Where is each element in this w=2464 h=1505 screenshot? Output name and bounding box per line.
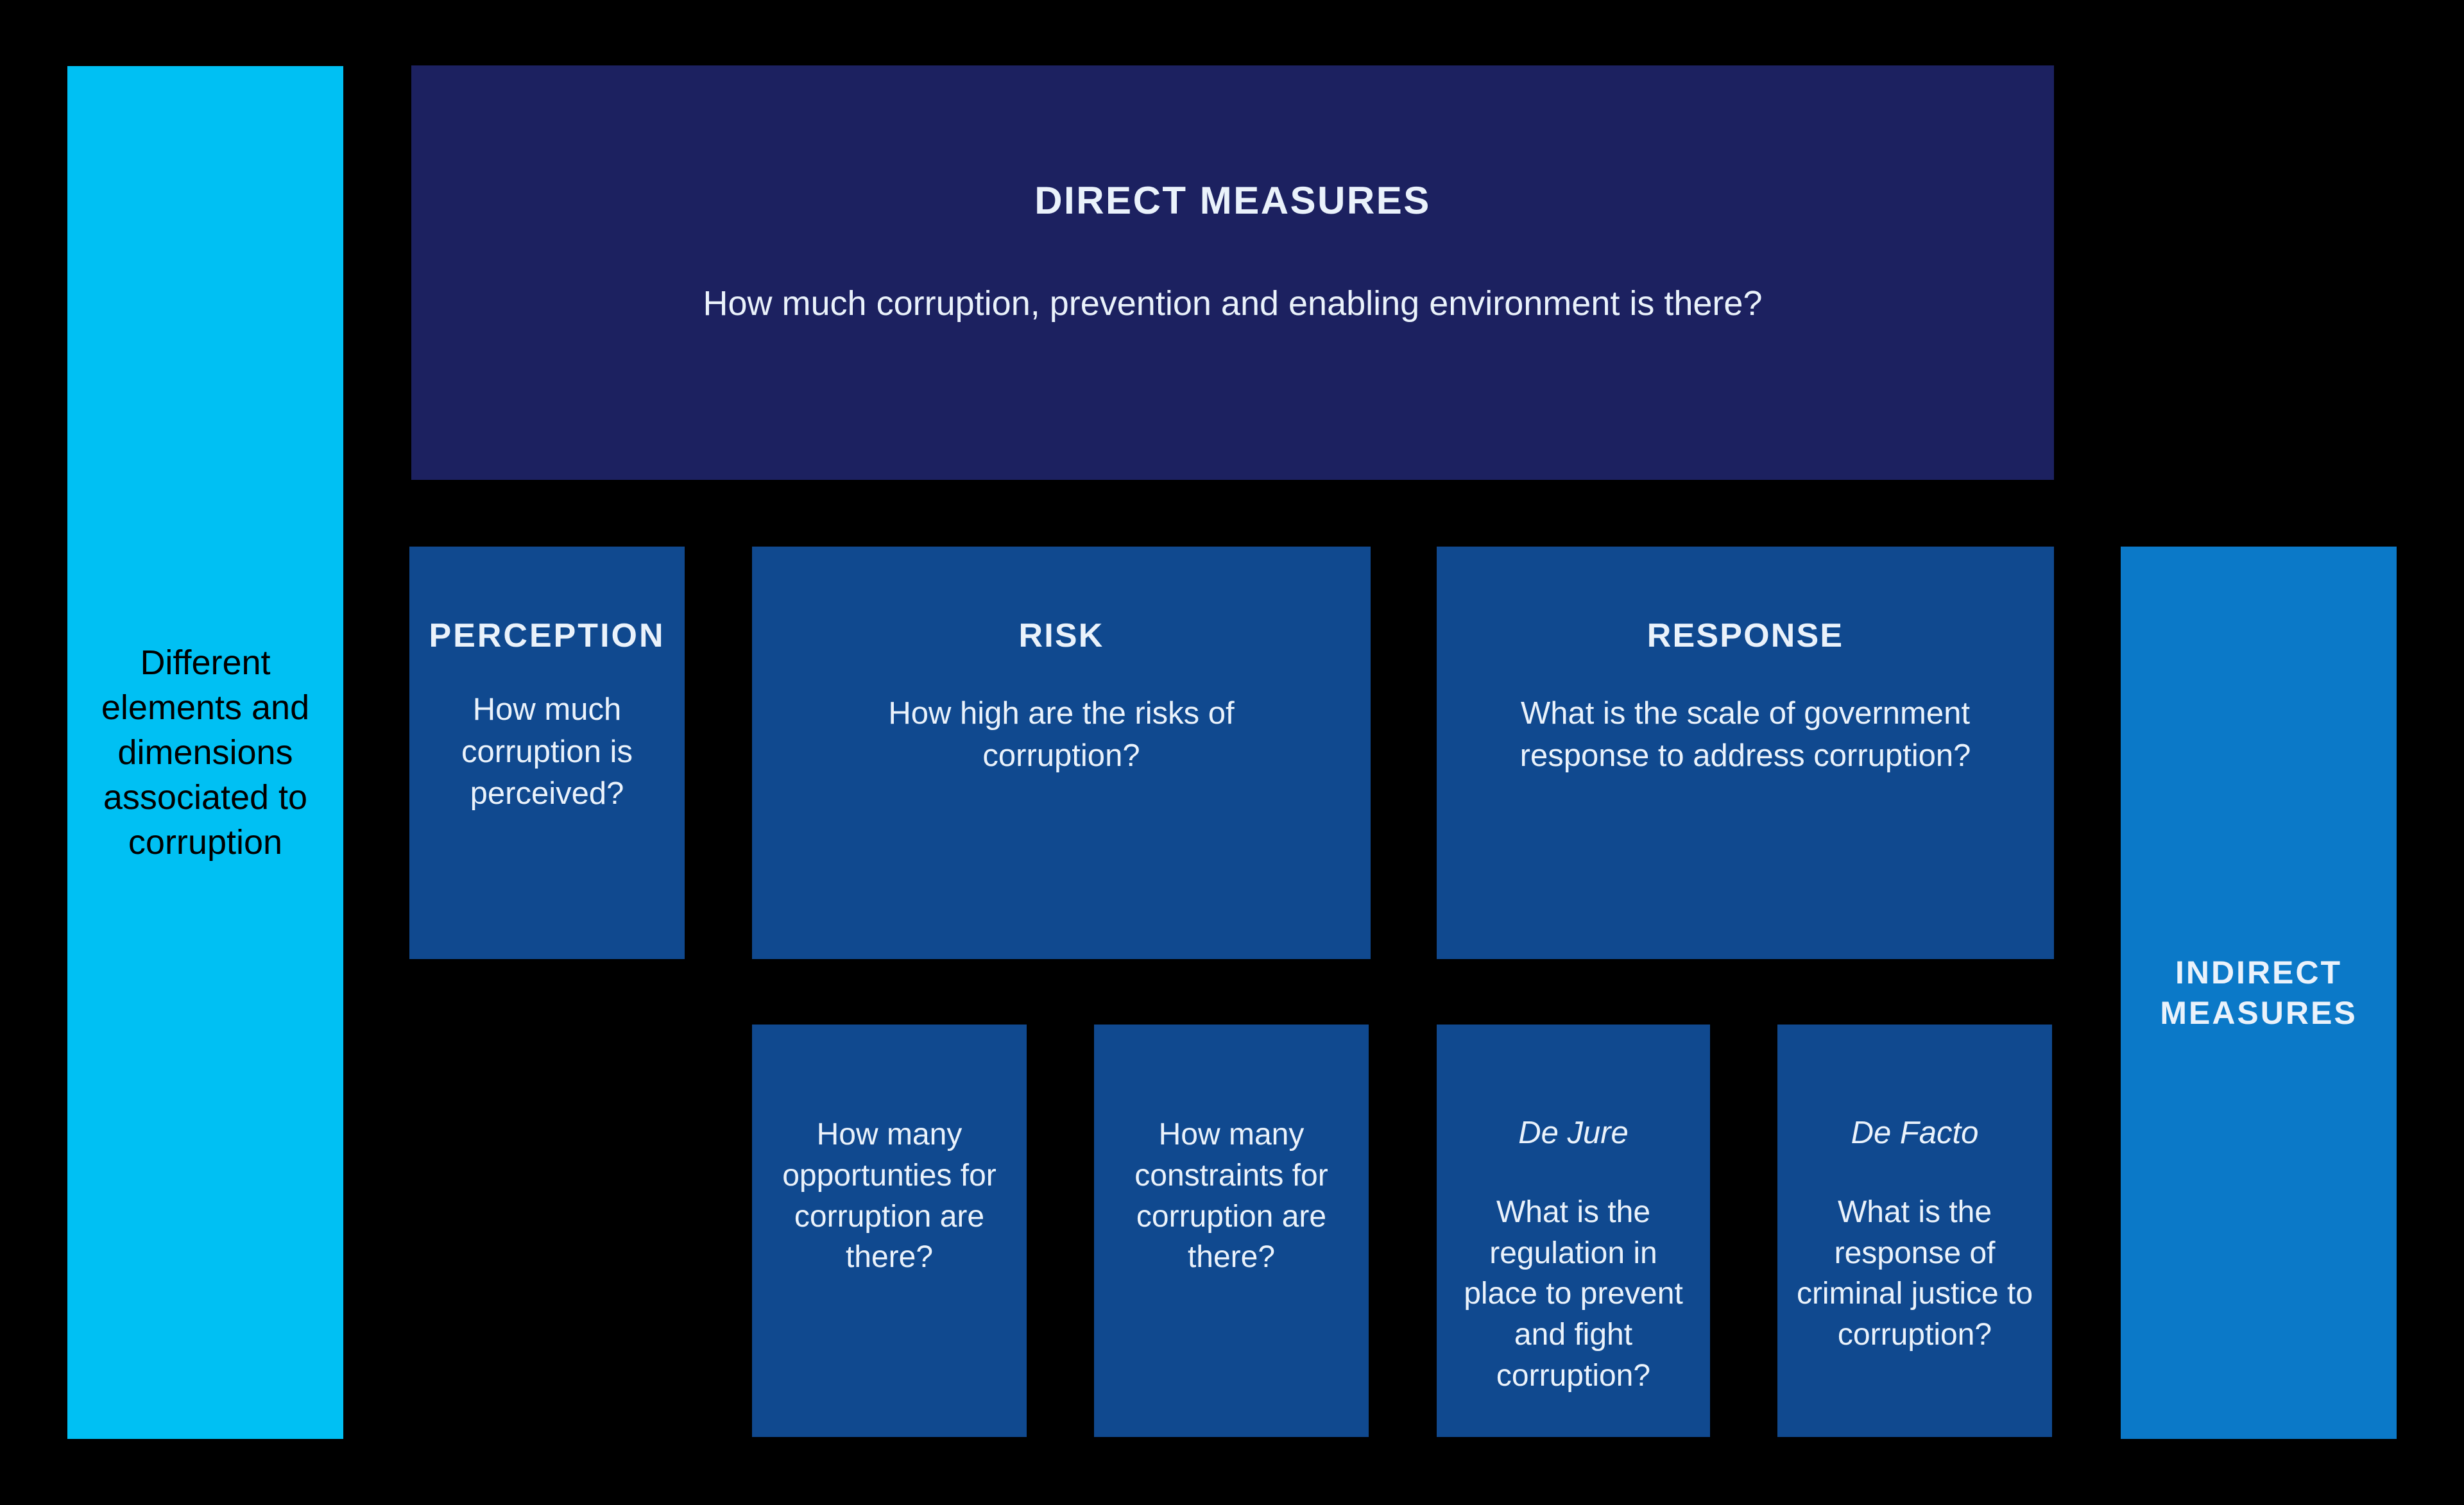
leaf-de-jure-label: De Jure — [1518, 1116, 1629, 1150]
leaf-de-facto-label: De Facto — [1851, 1116, 1979, 1150]
pillar-risk: RISK How high are the risks of corruptio… — [752, 547, 1371, 959]
pillar-response-title: RESPONSE — [1647, 617, 1844, 654]
leaf-de-facto: De Facto What is the response of crimina… — [1777, 1025, 2052, 1437]
leaf-constraints: How many constraints for corruption are … — [1094, 1025, 1369, 1437]
direct-measures-question: How much corruption, prevention and enab… — [703, 284, 1763, 323]
leaf-opportunities-question: How many opportunties for corruption are… — [782, 1118, 997, 1275]
direct-measures-banner: DIRECT MEASURES How much corruption, pre… — [411, 65, 2054, 480]
pillar-risk-title: RISK — [1018, 617, 1104, 654]
right-spine-label: INDIRECT MEASURES — [2160, 954, 2357, 1031]
left-spine-different-elements: Different elements and dimensions associ… — [67, 66, 343, 1439]
right-spine-indirect-measures: INDIRECT MEASURES — [2121, 547, 2397, 1439]
leaf-opportunities: How many opportunties for corruption are… — [752, 1025, 1027, 1437]
leaf-de-facto-question: What is the response of criminal justice… — [1796, 1195, 2033, 1352]
pillar-perception-title: PERCEPTION — [429, 617, 665, 654]
leaf-constraints-question: How many constraints for corruption are … — [1134, 1118, 1328, 1275]
leaf-de-jure-question: What is the regulation in place to preve… — [1464, 1195, 1683, 1393]
pillar-perception: PERCEPTION How much corruption is percei… — [409, 547, 685, 959]
leaf-de-jure: De Jure What is the regulation in place … — [1437, 1025, 1710, 1437]
pillar-response: RESPONSE What is the scale of government… — [1437, 547, 2054, 959]
pillar-perception-question: How much corruption is perceived? — [461, 692, 633, 811]
left-spine-label: Different elements and dimensions associ… — [101, 643, 310, 862]
pillar-risk-question: How high are the risks of corruption? — [888, 696, 1235, 773]
pillar-response-question: What is the scale of government response… — [1519, 696, 1971, 773]
direct-measures-title: DIRECT MEASURES — [1034, 179, 1431, 222]
